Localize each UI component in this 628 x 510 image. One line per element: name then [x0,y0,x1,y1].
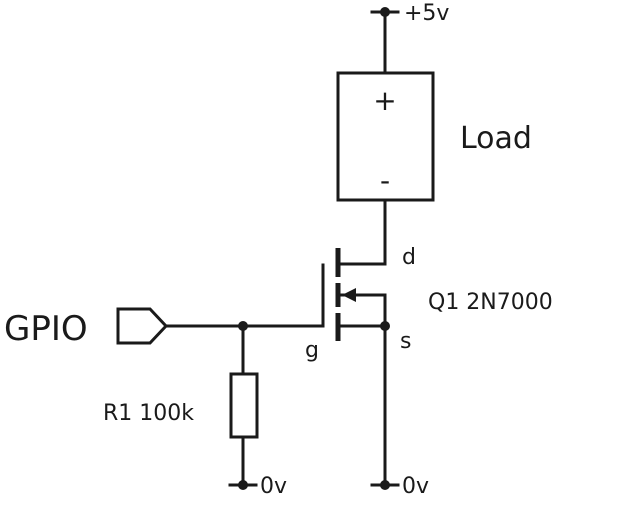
load-minus-sign: - [380,164,390,197]
ground-terminal-left [228,480,258,490]
ground-label-left: 0v [260,474,287,499]
supply-terminal [370,7,400,75]
gpio-port-icon [116,307,169,345]
resistor-r1 [229,372,259,439]
drain-label: d [402,245,416,270]
ground-terminal-right [370,480,400,490]
load-label: Load [460,121,532,156]
gpio-label: GPIO [4,309,88,349]
transistor-label: Q1 2N7000 [428,290,553,315]
supply-label: +5v [404,1,449,26]
gate-label: g [305,338,319,363]
load-box [336,71,435,202]
ground-label-right: 0v [402,474,429,499]
source-label: s [400,329,411,354]
resistor-label: R1 100k [103,401,194,426]
mosfet-q1 [321,248,387,341]
load-plus-sign: + [373,84,396,117]
mosfet-arrow-icon [342,288,356,302]
